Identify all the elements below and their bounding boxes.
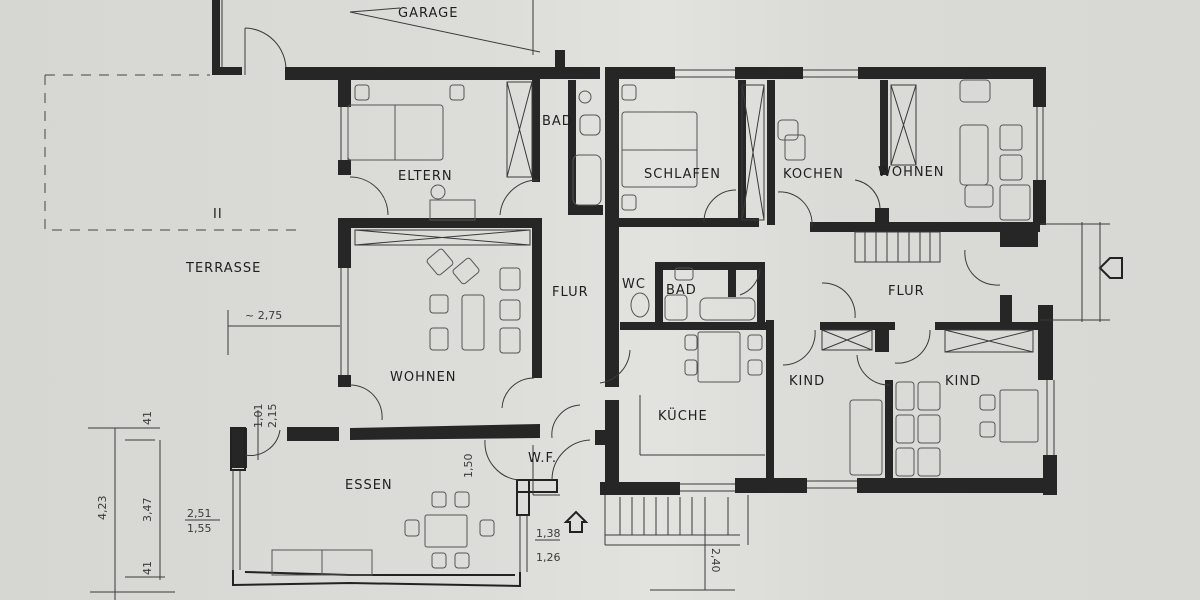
staircases [604,231,941,591]
room-label-kueche: KÜCHE [658,407,708,424]
dim-stair-depth: 2,40 [709,548,722,573]
room-label-eltern: ELTERN [398,169,453,184]
door-swings [244,176,1001,481]
dim-window-right-top: 1,38 [536,527,561,540]
room-label-kochen: KOCHEN [783,167,844,182]
room-label-schlafen: SCHLAFEN [644,167,721,182]
dim-terrace-width: ~ 2,75 [245,309,282,322]
terrace-marker: II [213,207,223,222]
dim-overall-height: 4,23 [96,496,109,521]
dim-inner-height: 3,47 [141,498,154,523]
entrance-arrow-south-icon [563,510,589,533]
room-label-wohnen-right: WOHNEN [878,165,945,180]
dim-wall-top: 41 [141,411,154,425]
room-label-garage: GARAGE [398,6,458,21]
exterior-walls [232,50,1057,495]
dimension-lines [88,310,560,600]
room-label-flur-left: FLUR [552,285,589,300]
windows [340,69,1055,492]
closets [354,81,1034,353]
room-label-wc: WC [622,277,646,292]
dim-door-a: 1,01 [252,404,265,429]
dim-window-left-top: 2,51 [187,507,212,520]
dim-door-essen: 1,50 [462,454,475,479]
room-label-kind-left: KIND [789,374,825,389]
dim-window-right-bottom: 1,26 [536,551,561,564]
dim-door-b: 2,15 [266,404,279,429]
dim-wall-bottom: 41 [141,561,154,575]
room-label-kind-right: KIND [945,374,981,389]
room-label-bad-mid: BAD [666,283,697,298]
room-label-bad-top: BAD [542,114,573,129]
room-label-flur-right: FLUR [888,284,925,299]
garage-outline [212,0,541,75]
room-label-wf: W.F. [528,451,557,466]
essen-outline [230,427,558,588]
room-label-wohnen-main: WOHNEN [390,370,457,385]
room-label-essen: ESSEN [345,478,393,493]
furniture [271,79,1039,576]
terrace-dashed-outline [44,74,300,231]
entrance-arrow-east-icon [1040,222,1123,322]
dim-window-left-bottom: 1,55 [187,522,212,535]
room-label-terrasse: TERRASSE [185,261,261,276]
